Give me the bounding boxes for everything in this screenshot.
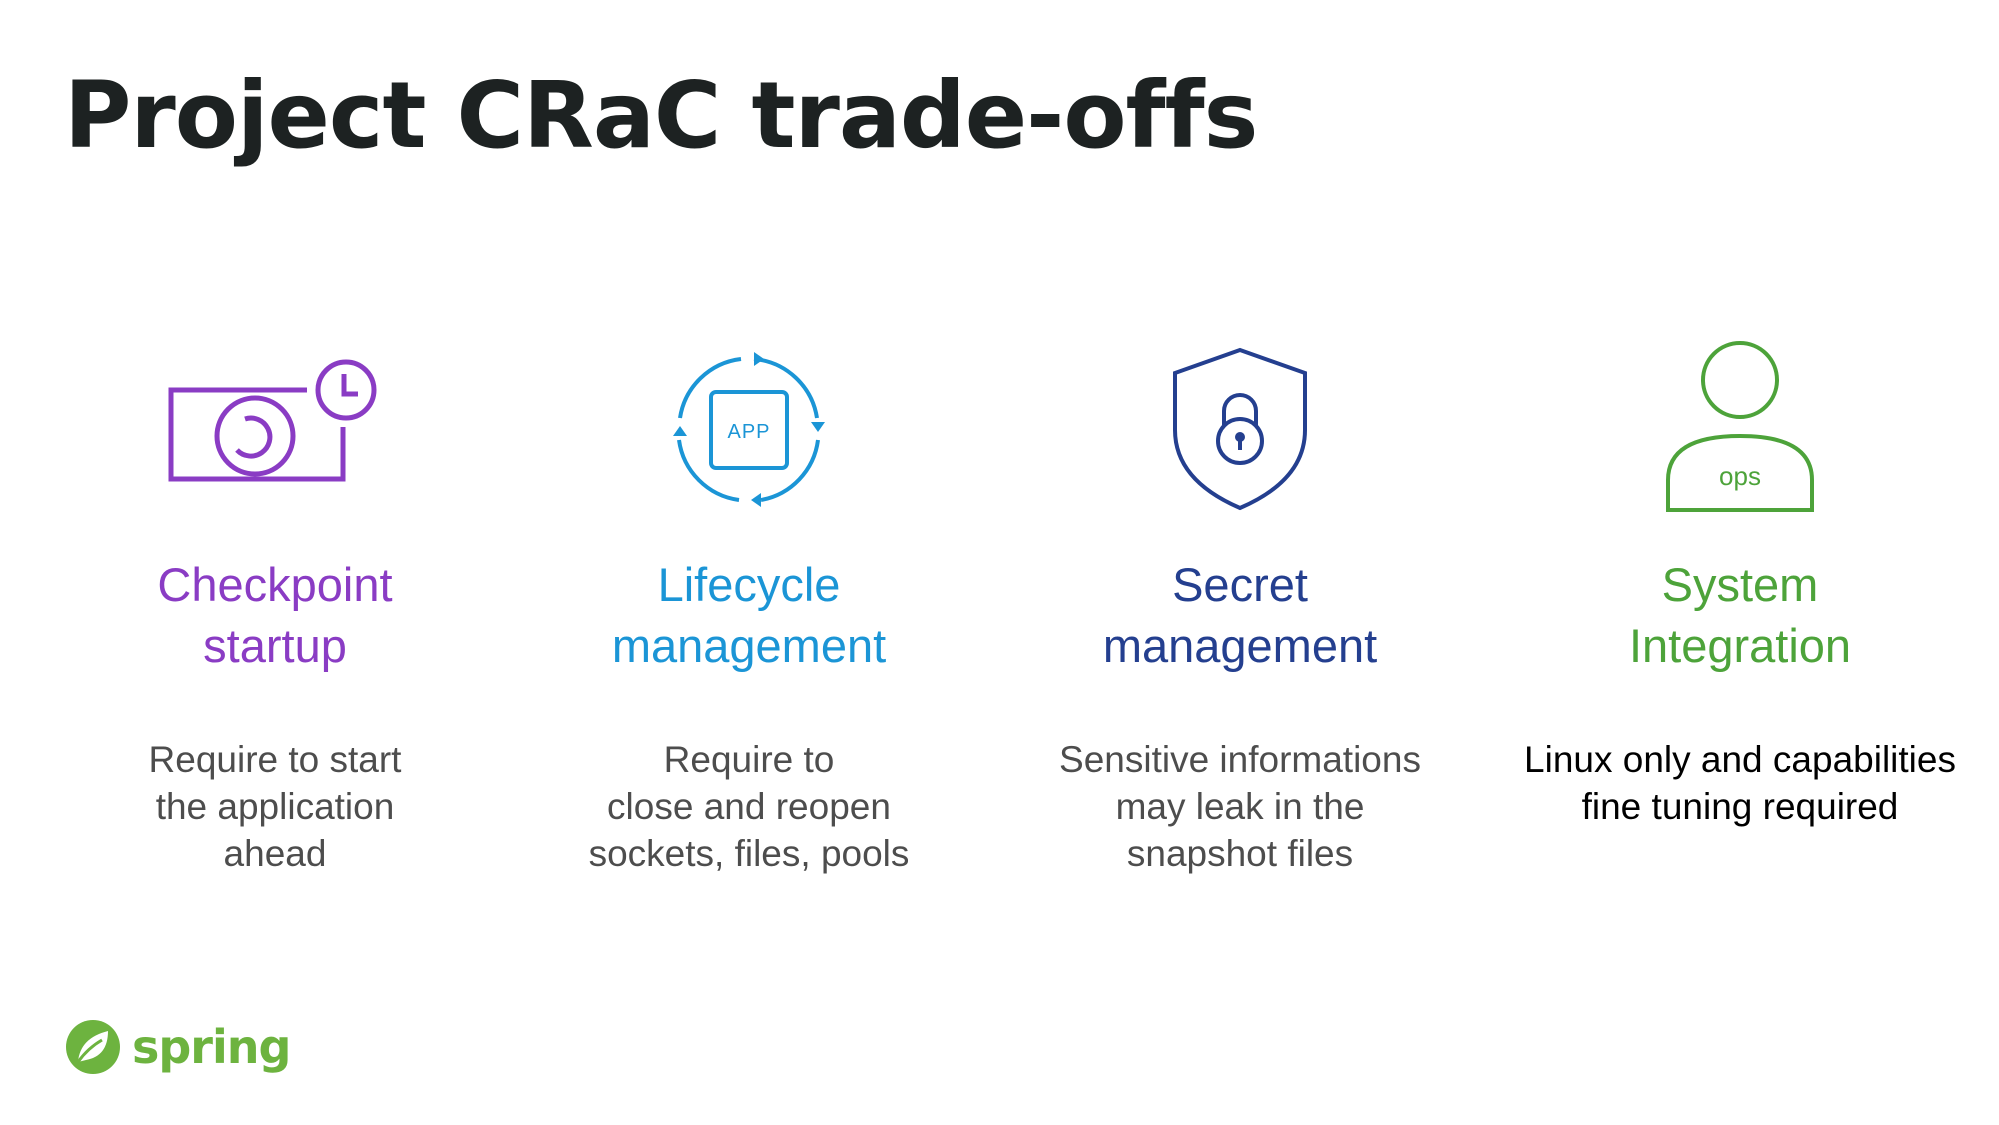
spring-logo: spring	[64, 1018, 291, 1076]
tradeoff-lifecycle-management: APP Lifecycle management Require to clos…	[514, 340, 984, 877]
tradeoff-description: Require to start the application ahead	[148, 739, 402, 874]
svg-text:ops: ops	[1719, 461, 1761, 491]
tradeoff-checkpoint-startup: Checkpoint startup Require to start the …	[40, 340, 510, 877]
tradeoff-secret-management: Secret management Sensitive informations…	[1005, 340, 1475, 877]
tradeoff-description: Linux only and capabilities fine tuning …	[1524, 739, 1956, 827]
tradeoff-system-integration: ops System Integration Linux only and ca…	[1505, 340, 1975, 830]
tradeoff-description: Require to close and reopen sockets, fil…	[588, 739, 910, 874]
app-lifecycle-icon: APP	[669, 340, 829, 520]
tradeoff-description: Sensitive informations may leak in the s…	[1059, 739, 1421, 874]
tradeoff-heading: System Integration	[1628, 558, 1852, 672]
logo-text: spring	[132, 1020, 291, 1074]
shield-lock-icon	[1165, 340, 1315, 520]
tradeoff-heading: Secret management	[1102, 558, 1378, 672]
tradeoff-heading: Lifecycle management	[611, 558, 887, 672]
slide-title: Project CRaC trade-offs	[64, 62, 1258, 169]
tradeoff-heading: Checkpoint startup	[157, 558, 393, 672]
camera-clock-icon	[165, 340, 385, 520]
spring-leaf-icon	[66, 1020, 120, 1074]
svg-text:APP: APP	[727, 421, 770, 443]
ops-user-icon: ops	[1660, 340, 1820, 520]
